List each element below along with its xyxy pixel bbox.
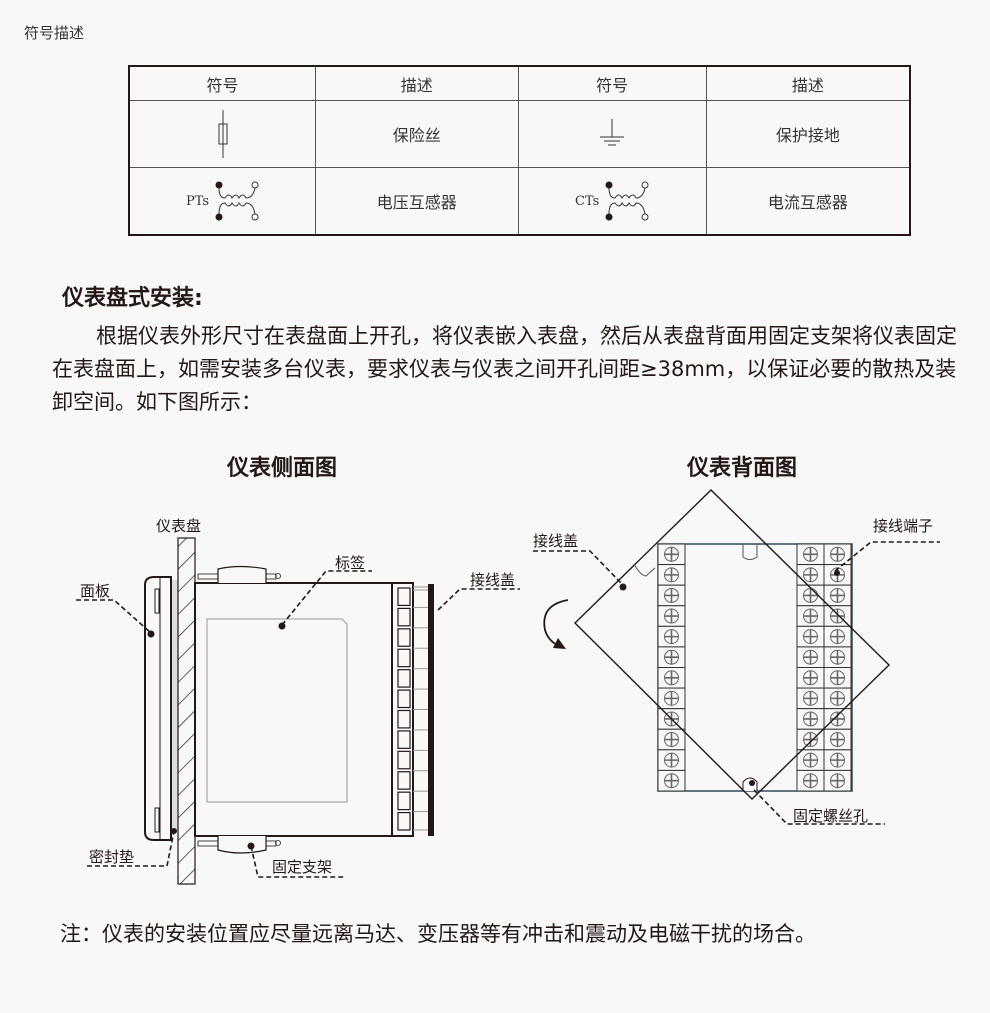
- cts-tag: CTs: [574, 193, 600, 209]
- gasket: [171, 580, 178, 830]
- table-row: 保险丝 保护接地: [128, 100, 911, 168]
- screw-slot: [664, 588, 679, 603]
- screw-slot: [664, 650, 679, 665]
- side-terminal: [397, 628, 411, 647]
- label-bracket: 固定支架: [272, 858, 333, 876]
- label-sticker-text: 标签: [335, 554, 366, 572]
- desc-ct: 电流互感器: [705, 167, 911, 236]
- side-terminal: [397, 689, 411, 709]
- side-terminal: [397, 587, 411, 607]
- label-sticker: [206, 618, 348, 803]
- screw-slot: [803, 650, 818, 665]
- table-row: PTs 电压互感器 CTs: [128, 167, 911, 236]
- label-screw-hole: 固定螺丝孔: [793, 807, 869, 825]
- screw-slot: [803, 567, 818, 582]
- side-terminal: [397, 811, 411, 831]
- screw-slot: [830, 753, 845, 768]
- install-paragraph-text: 根据仪表外形尺寸在表盘面上开孔，将仪表嵌入表盘，然后从表盘背面用固定支架将仪表固…: [52, 324, 957, 414]
- transformer-icon: [215, 181, 259, 221]
- screw-slot: [803, 588, 818, 603]
- screw-slot: [830, 609, 845, 624]
- screw-slot: [803, 691, 818, 706]
- screw-slot: [830, 629, 845, 644]
- back-view-title: 仪表背面图: [687, 455, 798, 481]
- side-terminal: [397, 750, 411, 770]
- side-terminal: [397, 648, 411, 668]
- install-note: 注：仪表的安装位置应尽量远离马达、变压器等有冲击和震动及电磁干扰的场合。: [60, 922, 816, 946]
- screw-slot: [664, 547, 679, 562]
- symbol-cell: [517, 100, 707, 168]
- symbol-cell: PTs: [128, 167, 317, 236]
- screw-slot: [803, 732, 818, 747]
- symbol-table: 符号 描述 符号 描述 保险丝: [128, 65, 911, 236]
- transformer-icon: [605, 181, 649, 221]
- pts-tag: PTs: [185, 193, 210, 209]
- side-terminal: [397, 730, 411, 749]
- label-face-plate: 面板: [80, 582, 111, 600]
- side-terminal: [397, 771, 411, 790]
- screw-slot: [664, 567, 679, 582]
- header-symbol-1: 符号: [128, 65, 317, 101]
- screw-slot: [803, 711, 818, 726]
- screw-slot: [803, 609, 818, 624]
- fuse-icon: [218, 110, 228, 158]
- screw-slot: [803, 547, 818, 562]
- screw-slot: [664, 670, 679, 685]
- install-heading: 仪表盘式安装:: [62, 286, 203, 311]
- screw-slot: [830, 732, 845, 747]
- screw-slot: [664, 753, 679, 768]
- label-terminal: 接线端子: [873, 517, 934, 535]
- symbol-cell: [128, 100, 317, 168]
- install-paragraph: 根据仪表外形尺寸在表盘面上开孔，将仪表嵌入表盘，然后从表盘背面用固定支架将仪表固…: [52, 320, 972, 419]
- screw-slot: [830, 547, 845, 562]
- wiring-cover-side: [428, 584, 434, 836]
- screw-slot: [830, 650, 845, 665]
- label-panel-board: 仪表盘: [156, 517, 202, 535]
- side-terminal: [397, 607, 411, 627]
- header-desc-1: 描述: [315, 65, 519, 101]
- table-header-row: 符号 描述 符号 描述: [128, 65, 911, 101]
- label-wiring-cover-side: 接线盖: [470, 571, 516, 589]
- screw-slot: [830, 773, 845, 788]
- screw-slot: [803, 753, 818, 768]
- screw-slot: [664, 629, 679, 644]
- side-terminal: [397, 709, 411, 729]
- face-plate: [144, 576, 172, 841]
- desc-fuse: 保险丝: [315, 100, 519, 168]
- section-caption: 符号描述: [24, 24, 85, 42]
- symbol-cell: CTs: [517, 167, 707, 236]
- side-terminal: [397, 791, 411, 811]
- side-view-title: 仪表侧面图: [227, 455, 338, 481]
- side-terminal: [397, 669, 411, 688]
- desc-ground: 保护接地: [705, 100, 911, 168]
- screw-slot: [803, 670, 818, 685]
- screw-slot: [664, 609, 679, 624]
- screw-slot: [664, 732, 679, 747]
- rotate-arrow-icon: [543, 599, 569, 646]
- screw-slot: [803, 773, 818, 788]
- bracket-top: [217, 565, 267, 583]
- screw-slot: [830, 691, 845, 706]
- wiring-cover-back: [574, 489, 890, 800]
- header-symbol-2: 符号: [517, 65, 707, 101]
- label-wiring-cover-back: 接线盖: [533, 532, 579, 550]
- bracket-bottom: [217, 836, 267, 854]
- screw-slot: [664, 691, 679, 706]
- label-gasket: 密封垫: [89, 848, 135, 866]
- screw-slot: [830, 588, 845, 603]
- screw-slot: [664, 773, 679, 788]
- ground-icon: [600, 119, 625, 146]
- screw-slot: [830, 670, 845, 685]
- screw-slot: [803, 629, 818, 644]
- meter-body: [194, 582, 393, 837]
- desc-pt: 电压互感器: [315, 167, 519, 236]
